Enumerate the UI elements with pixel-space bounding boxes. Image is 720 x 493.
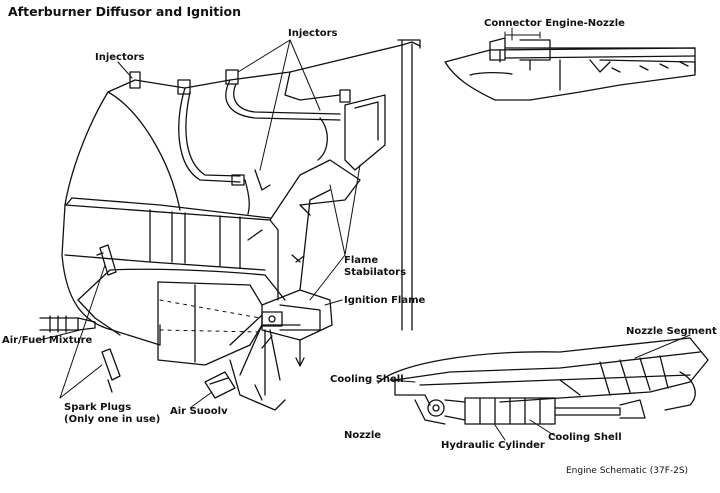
caption-engine-schematic: Engine Schematic (37F-2S) [566, 466, 689, 476]
label-flame-stabilators-line2: Stabilators [344, 267, 407, 278]
label-hydraulic-cylinder: Hydraulic Cylinder [441, 440, 545, 451]
label-nozzle: Nozzle [344, 430, 382, 441]
connector-engine-nozzle-drawing [444, 37, 696, 101]
label-air-supply: Air Suoolv [170, 406, 228, 417]
leader-lines-main [39, 39, 361, 409]
label-cooling-shell-right: Cooling Shell [548, 432, 622, 443]
leader-lines-nozzle [389, 334, 691, 441]
afterburner-diffusor-drawing [39, 39, 421, 411]
leader-lines-connector [504, 27, 541, 41]
label-air-fuel-mixture: Air/Fuel Mixture [2, 335, 93, 346]
label-nozzle-segment: Nozzle Segment [626, 326, 717, 337]
label-injectors-left: Injectors [95, 52, 145, 63]
label-ignition-flame: Ignition Flame [344, 295, 426, 306]
label-injectors-top: Injectors [288, 28, 338, 39]
label-spark-plugs-line2: (Only one in use) [64, 414, 161, 425]
label-spark-plugs-line1: Spark Plugs [64, 402, 132, 413]
label-flame-stabilators-line1: Flame [344, 255, 379, 266]
label-cooling-shell-left: Cooling Shell [330, 374, 404, 385]
label-connector-engine-nozzle: Connector Engine-Nozzle [484, 18, 625, 29]
nozzle-drawing [377, 337, 709, 425]
diagram-title: Afterburner Diffusor and Ignition [8, 4, 242, 19]
